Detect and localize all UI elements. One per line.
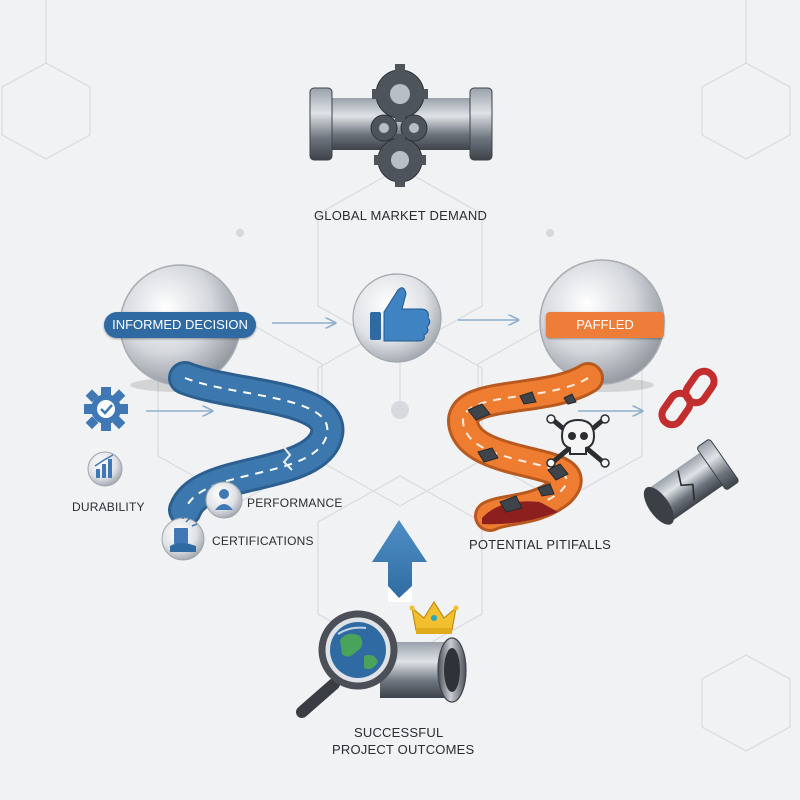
bar-chart-icon xyxy=(87,451,123,487)
certifications-label: CERTIFICATIONS xyxy=(212,534,314,548)
person-icon xyxy=(205,481,243,519)
potential-pitfalls-label: POTENTIAL PITIFALLS xyxy=(469,537,612,552)
skull-crossbones-icon xyxy=(546,414,610,468)
durability-label: DURABILITY xyxy=(72,500,145,514)
performance-label: PERFORMANCE xyxy=(247,496,343,510)
cracked-pipe-icon xyxy=(643,439,739,525)
up-arrow-icon xyxy=(372,520,427,602)
globe-magnifier-icon xyxy=(296,610,398,718)
pipe-with-gears-icon xyxy=(309,64,493,187)
outcome-line-2: PROJECT OUTCOMES xyxy=(332,742,475,757)
orange-road xyxy=(447,362,604,532)
hand-certificate-icon xyxy=(161,514,205,561)
global-market-demand-label: GLOBAL MARKET DEMAND xyxy=(314,208,488,223)
blue-road xyxy=(168,361,345,527)
thumbs-up-icon xyxy=(352,273,442,363)
broken-chain-icon xyxy=(658,367,718,429)
gear-check-icon xyxy=(84,387,128,431)
crown-icon xyxy=(409,600,459,634)
outcome-line-1: SUCCESSFUL xyxy=(354,725,444,740)
failed-pill: PAFFLED xyxy=(546,312,664,338)
connector-arrows xyxy=(146,320,642,411)
informed-decision-pill: INFORMED DECISION xyxy=(104,312,256,338)
